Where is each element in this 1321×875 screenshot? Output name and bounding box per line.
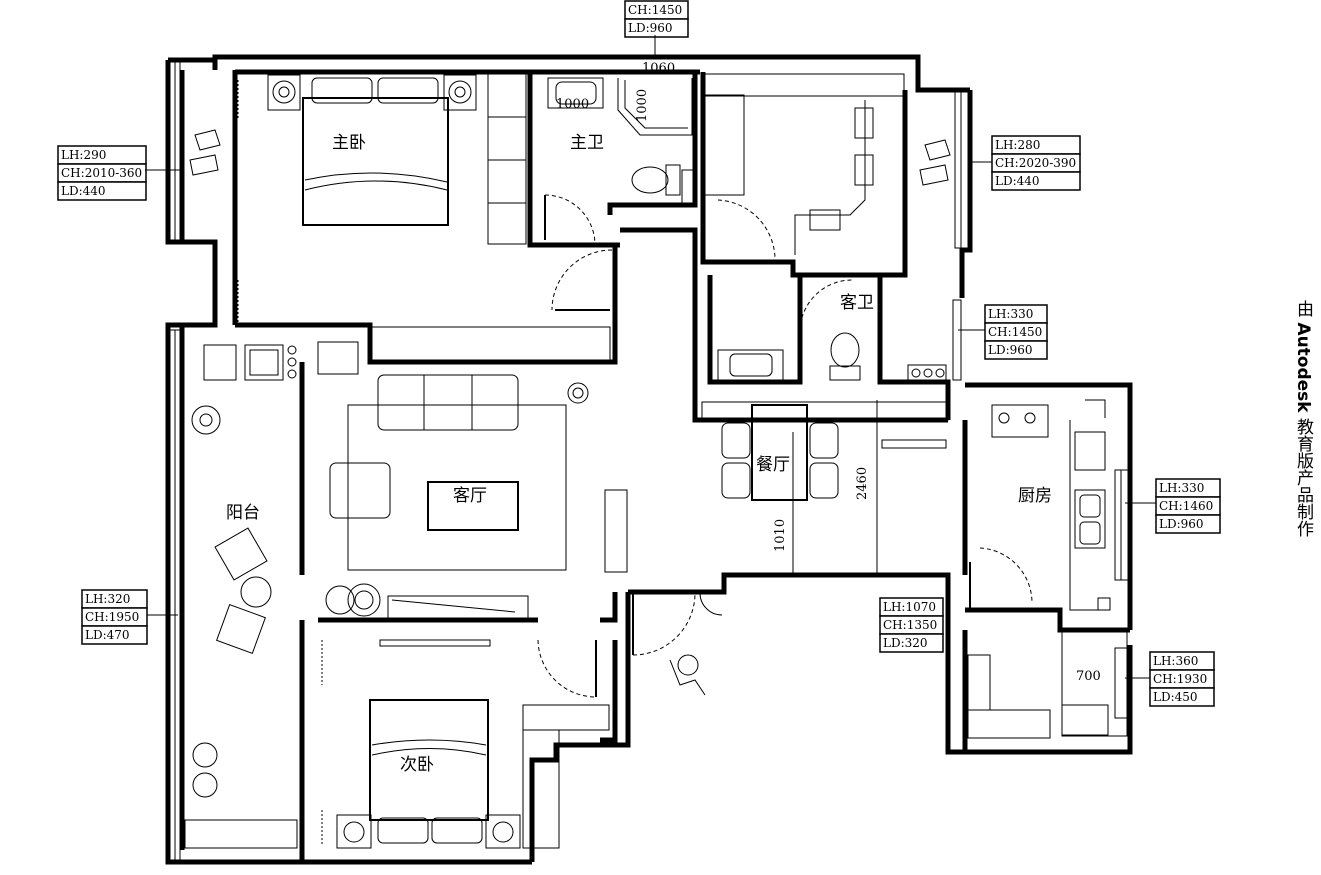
dim-1010: 1010 xyxy=(773,519,788,552)
cabinets xyxy=(184,73,1051,849)
watermark: 由 Autodesk 教育版产品制作 xyxy=(1286,300,1316,590)
second-bedroom-furniture xyxy=(321,639,597,849)
dim-2460: 2460 xyxy=(855,467,870,500)
master-bedroom-furniture xyxy=(189,74,477,325)
label-dining-room: 餐厅 xyxy=(756,455,790,475)
spec-boxes: CH:1450LD:960LH:290CH:2010-360LD:440LH:2… xyxy=(57,0,1221,707)
spec-box-line: LD:440 xyxy=(995,174,1040,188)
living-room-furniture xyxy=(191,344,589,647)
dim-1000-horizontal: 1000 xyxy=(556,97,589,112)
spec-box-line: LH:330 xyxy=(988,307,1033,321)
dimension-labels: 1060 1000 1000 2460 1010 700 xyxy=(556,61,1101,684)
spec-leaders xyxy=(145,35,1156,679)
dim-1000-vertical: 1000 xyxy=(635,89,650,122)
spec-box-line: LH:330 xyxy=(1159,481,1204,495)
spec-box-line: LH:290 xyxy=(61,148,106,162)
exterior-walls xyxy=(165,54,1133,865)
spec-box-line: CH:1450 xyxy=(988,325,1042,339)
label-second-bedroom: 次卧 xyxy=(400,755,434,775)
kitchen-fixtures xyxy=(969,399,1111,611)
spec-box-cell xyxy=(1155,514,1221,534)
spec-box-cell xyxy=(991,171,1081,191)
spec-box-line: LH:280 xyxy=(995,138,1040,152)
spec-box-line: LH:1070 xyxy=(883,600,936,614)
master-bath-fixtures xyxy=(544,77,695,311)
label-living-room: 客厅 xyxy=(453,486,487,506)
spec-box-line: LH:360 xyxy=(1153,654,1198,668)
spec-box-cell xyxy=(879,633,944,653)
dim-1060: 1060 xyxy=(642,61,675,76)
spec-box-cell xyxy=(57,181,147,201)
spec-box-line: CH:2010-360 xyxy=(61,166,142,180)
spec-box-line: LD:450 xyxy=(1153,690,1198,704)
entrance-door xyxy=(632,592,723,696)
label-master-bedroom: 主卧 xyxy=(332,133,366,153)
room-labels: 主卧 主卫 客卫 客厅 餐厅 厨房 阳台 次卧 xyxy=(226,133,1052,775)
guest-bath-fixtures xyxy=(717,279,947,382)
spec-box-line: LH:320 xyxy=(85,592,130,606)
dining-furniture xyxy=(721,400,947,575)
spec-box-line: CH:1460 xyxy=(1159,499,1213,513)
label-master-bath: 主卫 xyxy=(570,133,604,153)
spec-box-line: LD:960 xyxy=(988,343,1033,357)
utility-fixtures xyxy=(1061,631,1128,737)
spec-box-cell xyxy=(81,625,148,645)
label-guest-bath: 客卫 xyxy=(840,293,874,313)
balcony-furniture xyxy=(192,527,272,798)
interior-walls xyxy=(235,69,1130,862)
windows xyxy=(169,61,1129,861)
label-balcony: 阳台 xyxy=(226,503,260,523)
spec-box-line: CH:2020-390 xyxy=(995,156,1076,170)
label-kitchen: 厨房 xyxy=(1018,486,1052,506)
spec-box-line: CH:1350 xyxy=(883,618,937,632)
spec-box-line: LD:320 xyxy=(883,636,928,650)
spec-box-line: LD:960 xyxy=(1159,517,1204,531)
watermark-prefix: 由 xyxy=(1293,300,1313,323)
spec-box-line: CH:1950 xyxy=(85,610,139,624)
spec-box-line: LD:470 xyxy=(85,628,130,642)
study-furniture xyxy=(717,100,951,259)
dim-700: 700 xyxy=(1076,669,1101,684)
watermark-brand: Autodesk xyxy=(1293,322,1313,413)
spec-box-cell xyxy=(984,340,1048,360)
spec-box-cell xyxy=(624,18,689,38)
spec-box-line: LD:960 xyxy=(628,21,673,35)
watermark-suffix: 教育版产品制作 xyxy=(1293,412,1313,538)
spec-box-line: CH:1930 xyxy=(1153,672,1207,686)
spec-box-line: CH:1450 xyxy=(628,3,682,17)
spec-box-line: LD:440 xyxy=(61,184,106,198)
spec-box-cell xyxy=(1149,687,1215,707)
